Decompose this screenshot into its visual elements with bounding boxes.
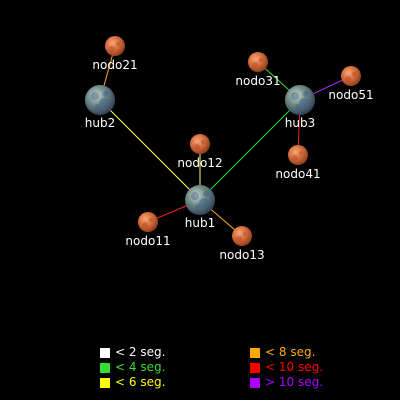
globe-icon [185,185,215,215]
node-nodo21[interactable]: nodo21 [92,36,138,72]
legend-swatch [250,377,260,388]
planet-icon [288,145,308,165]
globe-icon [85,85,115,115]
legend-swatch [250,347,260,358]
planet-texture [292,155,298,161]
globe-texture [99,98,109,108]
legend-label: < 4 seg. [115,360,166,374]
globe-texture [195,204,201,210]
legend-item: < 8 seg. [250,345,323,360]
node-label: hub1 [185,216,215,230]
legend-label: > 10 seg. [265,375,324,389]
node-hub3[interactable]: hub3 [285,85,315,130]
legend-item: < 4 seg. [100,360,165,375]
legend-label: < 2 seg. [115,345,166,359]
planet-texture [194,144,200,150]
globe-texture [199,198,209,208]
legend-item: < 6 seg. [100,375,165,390]
nodes-layer: hub1 hub2 hub3 nodo11 nodo12 nodo13 nodo21 nodo… [85,36,374,262]
planet-texture [116,42,120,46]
planet-texture [352,72,356,76]
planet-texture [149,218,153,222]
planet-texture [345,76,351,82]
planet-texture [299,151,303,155]
node-nodo51[interactable]: nodo51 [328,66,374,102]
legend-label: < 8 seg. [265,345,316,359]
globe-texture [103,91,109,97]
planet-texture [109,46,115,52]
globe-icon [285,85,315,115]
node-label: hub3 [285,116,315,130]
node-label: nodo11 [125,234,170,248]
node-label: hub2 [85,116,115,130]
legend-swatch [250,362,260,373]
planet-texture [252,62,258,68]
globe-texture [303,91,309,97]
planet-texture [142,222,148,228]
legend-swatch [100,362,110,373]
node-nodo12[interactable]: nodo12 [177,134,223,170]
node-label: nodo41 [275,167,320,181]
link-hub1-hub3 [199,99,301,201]
planet-texture [259,58,263,62]
globe-texture [295,104,301,110]
planet-icon [105,36,125,56]
node-nodo41[interactable]: nodo41 [275,145,321,181]
planet-icon [341,66,361,86]
node-nodo11[interactable]: nodo11 [125,212,171,248]
planet-texture [236,236,242,242]
legend-swatch [100,377,110,388]
planet-icon [232,226,252,246]
legend-item: < 2 seg. [100,345,165,360]
node-label: nodo13 [219,248,264,262]
node-nodo31[interactable]: nodo31 [235,52,281,88]
legend-left: < 2 seg. < 4 seg. < 6 seg. [100,345,165,390]
planet-icon [138,212,158,232]
legend-right: < 8 seg. < 10 seg. > 10 seg. [250,345,323,390]
planet-icon [248,52,268,72]
globe-texture [291,92,299,100]
node-nodo13[interactable]: nodo13 [219,226,265,262]
legend-label: < 10 seg. [265,360,324,374]
node-label: nodo31 [235,74,280,88]
planet-texture [201,140,205,144]
node-label: nodo21 [92,58,137,72]
links-layer [99,45,352,237]
node-label: nodo12 [177,156,222,170]
node-hub1[interactable]: hub1 [185,185,215,230]
node-label: nodo51 [328,88,373,102]
link-hub1-hub2 [99,99,201,201]
legend-label: < 6 seg. [115,375,166,389]
planet-icon [190,134,210,154]
legend-item: > 10 seg. [250,375,323,390]
globe-texture [91,92,99,100]
node-hub2[interactable]: hub2 [85,85,115,130]
legend-swatch [100,347,110,358]
globe-texture [299,98,309,108]
planet-texture [243,232,247,236]
globe-texture [203,191,209,197]
globe-texture [95,104,101,110]
globe-texture [191,192,199,200]
legend-item: < 10 seg. [250,360,323,375]
